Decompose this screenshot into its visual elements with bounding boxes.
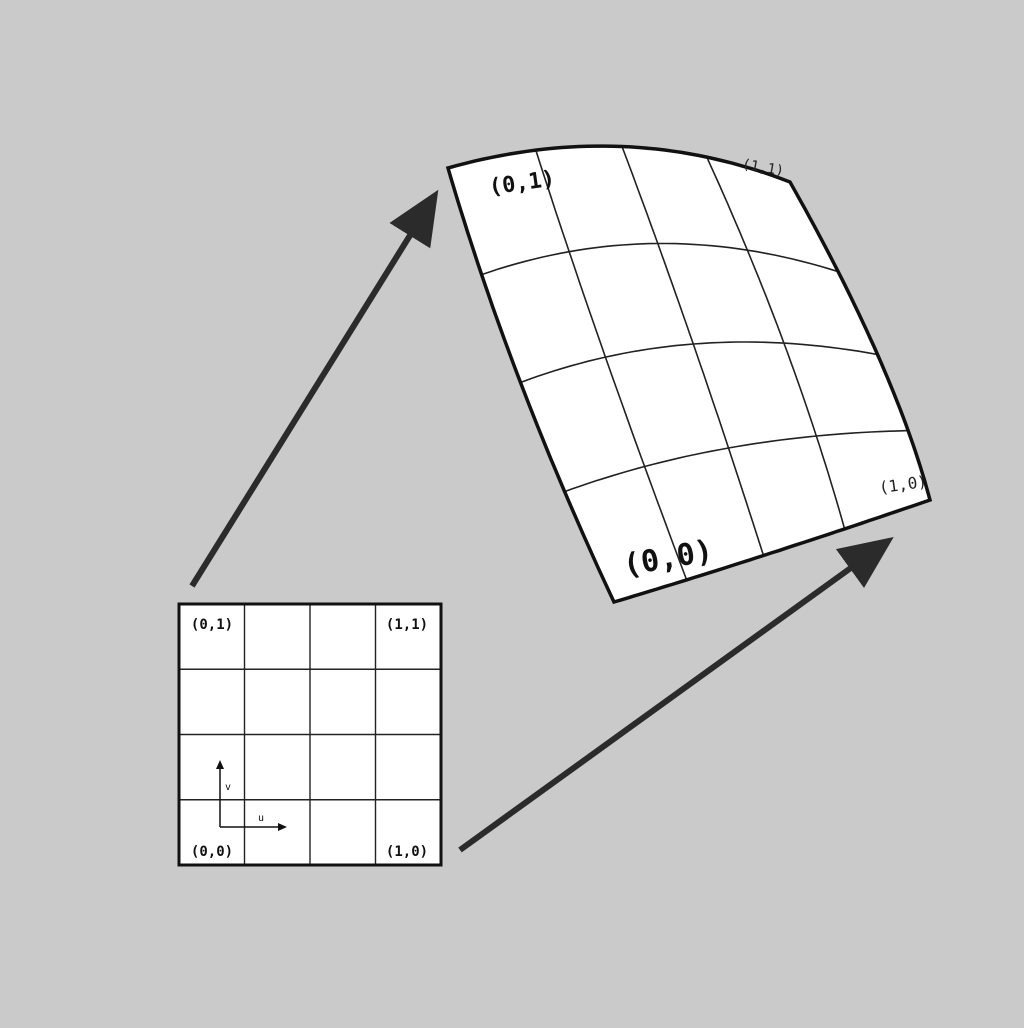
flat-label-bottom-left: (0,0) xyxy=(191,844,233,860)
flat-label-top-right: (1,1) xyxy=(386,617,428,633)
curved-grid-line xyxy=(481,242,839,276)
flat-label-top-left: (0,1) xyxy=(191,617,233,633)
flat-uv-patch: (0,1) (1,1) (0,0) (1,0) u v xyxy=(177,602,443,867)
flat-label-bottom-right: (1,0) xyxy=(386,844,428,860)
flat-patch-border xyxy=(177,602,443,867)
v-axis-arrowhead-icon xyxy=(216,760,224,769)
curved-grid-line xyxy=(706,156,846,530)
flat-patch-grid xyxy=(179,604,441,865)
curved-patch-grid xyxy=(481,146,909,581)
uv-axes-icon: u v xyxy=(216,760,287,831)
u-axis-label: u xyxy=(258,813,264,824)
curved-grid-line xyxy=(520,341,878,384)
mapping-arrow-top-icon xyxy=(189,189,439,588)
v-axis-label: v xyxy=(225,782,231,793)
u-axis-arrowhead-icon xyxy=(278,823,287,831)
curved-label-top-right: (1,1) xyxy=(741,156,785,179)
curved-surface-patch: (0,1) (1,1) (0,0) (1,0) xyxy=(445,144,933,605)
mapping-arrow-bottom-icon xyxy=(458,536,894,853)
curved-patch-background xyxy=(448,146,930,602)
curved-patch-border xyxy=(445,144,933,605)
